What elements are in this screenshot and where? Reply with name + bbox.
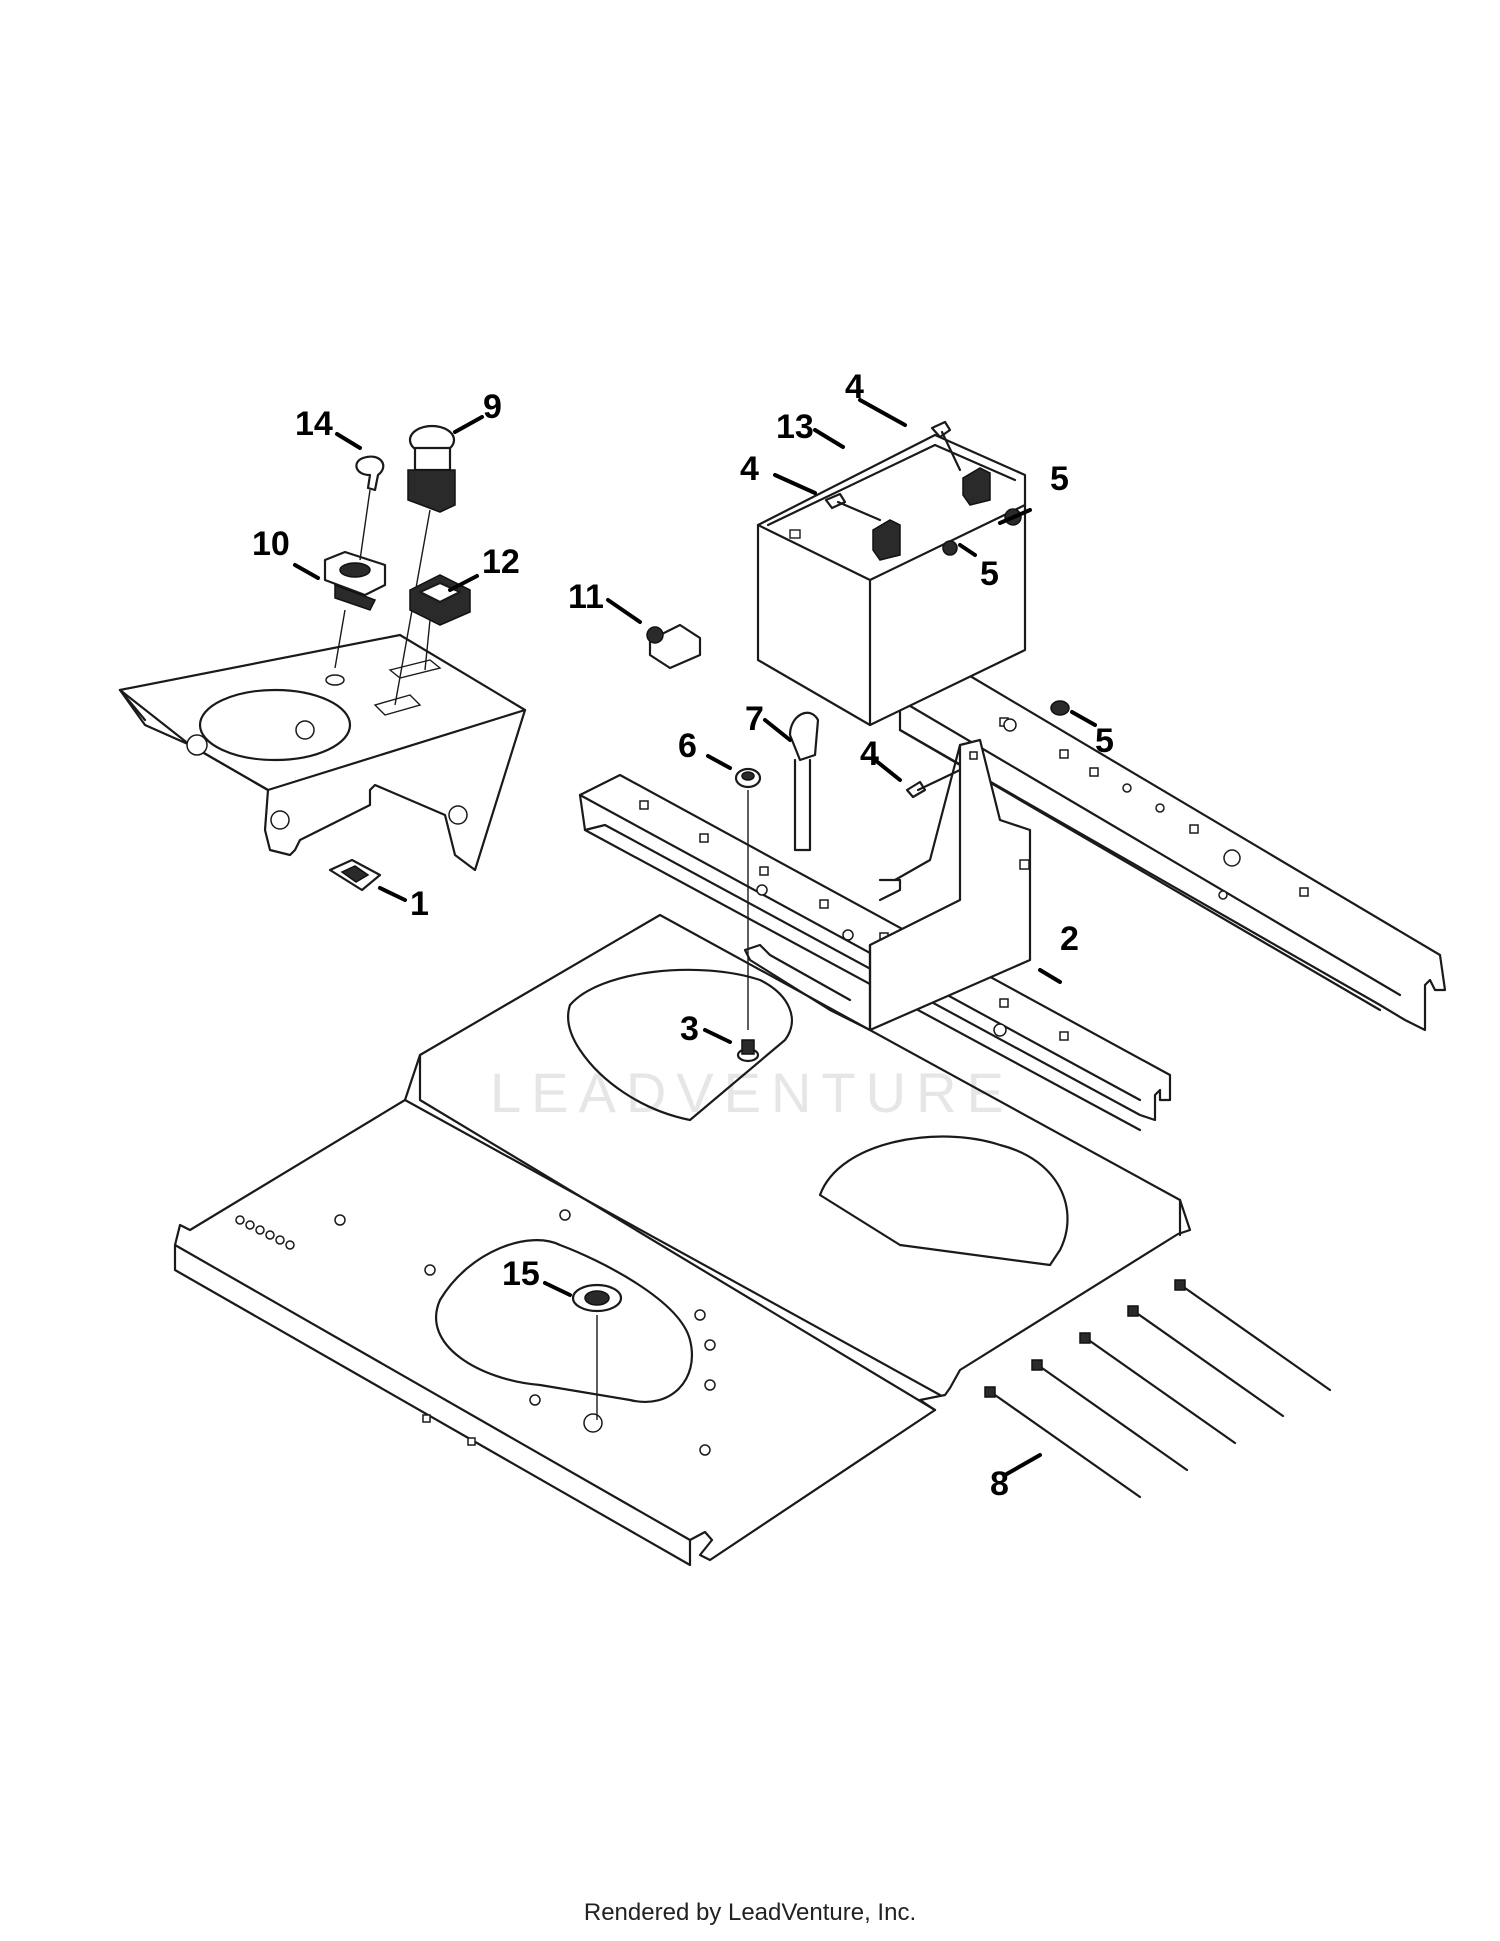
battery [756, 433, 1027, 727]
battery-strap [788, 711, 820, 852]
callout-15: 15 [502, 1255, 540, 1293]
frame-plate [173, 913, 1192, 1567]
callout-9: 9 [483, 388, 502, 426]
callout-14: 14 [295, 405, 333, 443]
callout-10: 10 [252, 525, 290, 563]
leader-lines [293, 398, 1097, 1477]
grommet [571, 1283, 623, 1420]
callout-4-top: 4 [845, 368, 864, 406]
footer-credit: Rendered by LeadVenture, Inc. [584, 1899, 916, 1926]
left-cutout [434, 1239, 693, 1403]
callout-12: 12 [482, 543, 520, 581]
dash-panel [118, 633, 527, 872]
callout-2: 2 [1060, 920, 1079, 958]
callout-1: 1 [410, 885, 429, 923]
callout-6: 6 [678, 727, 697, 765]
plate-holes [235, 1209, 716, 1456]
callout-11: 11 [568, 578, 604, 616]
callout-5-right: 5 [1050, 460, 1069, 498]
callout-5-middle: 5 [980, 555, 999, 593]
ignition-key [355, 455, 385, 492]
right-cutout [818, 1135, 1069, 1267]
battery-tray [743, 738, 1032, 1032]
callout-4-tray: 4 [860, 735, 879, 773]
right-rail-holes [999, 717, 1309, 900]
cable-ties [984, 1279, 1332, 1499]
callout-13: 13 [776, 408, 814, 446]
callout-7: 7 [745, 700, 764, 738]
upper-cutout [566, 968, 793, 1122]
callout-8: 8 [990, 1465, 1009, 1503]
callout-3: 3 [680, 1010, 699, 1048]
dash-opening [198, 688, 352, 762]
callout-labels: 1 2 3 4 4 4 5 5 5 6 7 8 9 10 11 12 13 14… [252, 368, 1114, 1503]
watermark: LEADVENTURE [490, 1061, 1014, 1124]
callout-4-middle: 4 [740, 450, 759, 488]
callout-5-rail: 5 [1095, 722, 1114, 760]
